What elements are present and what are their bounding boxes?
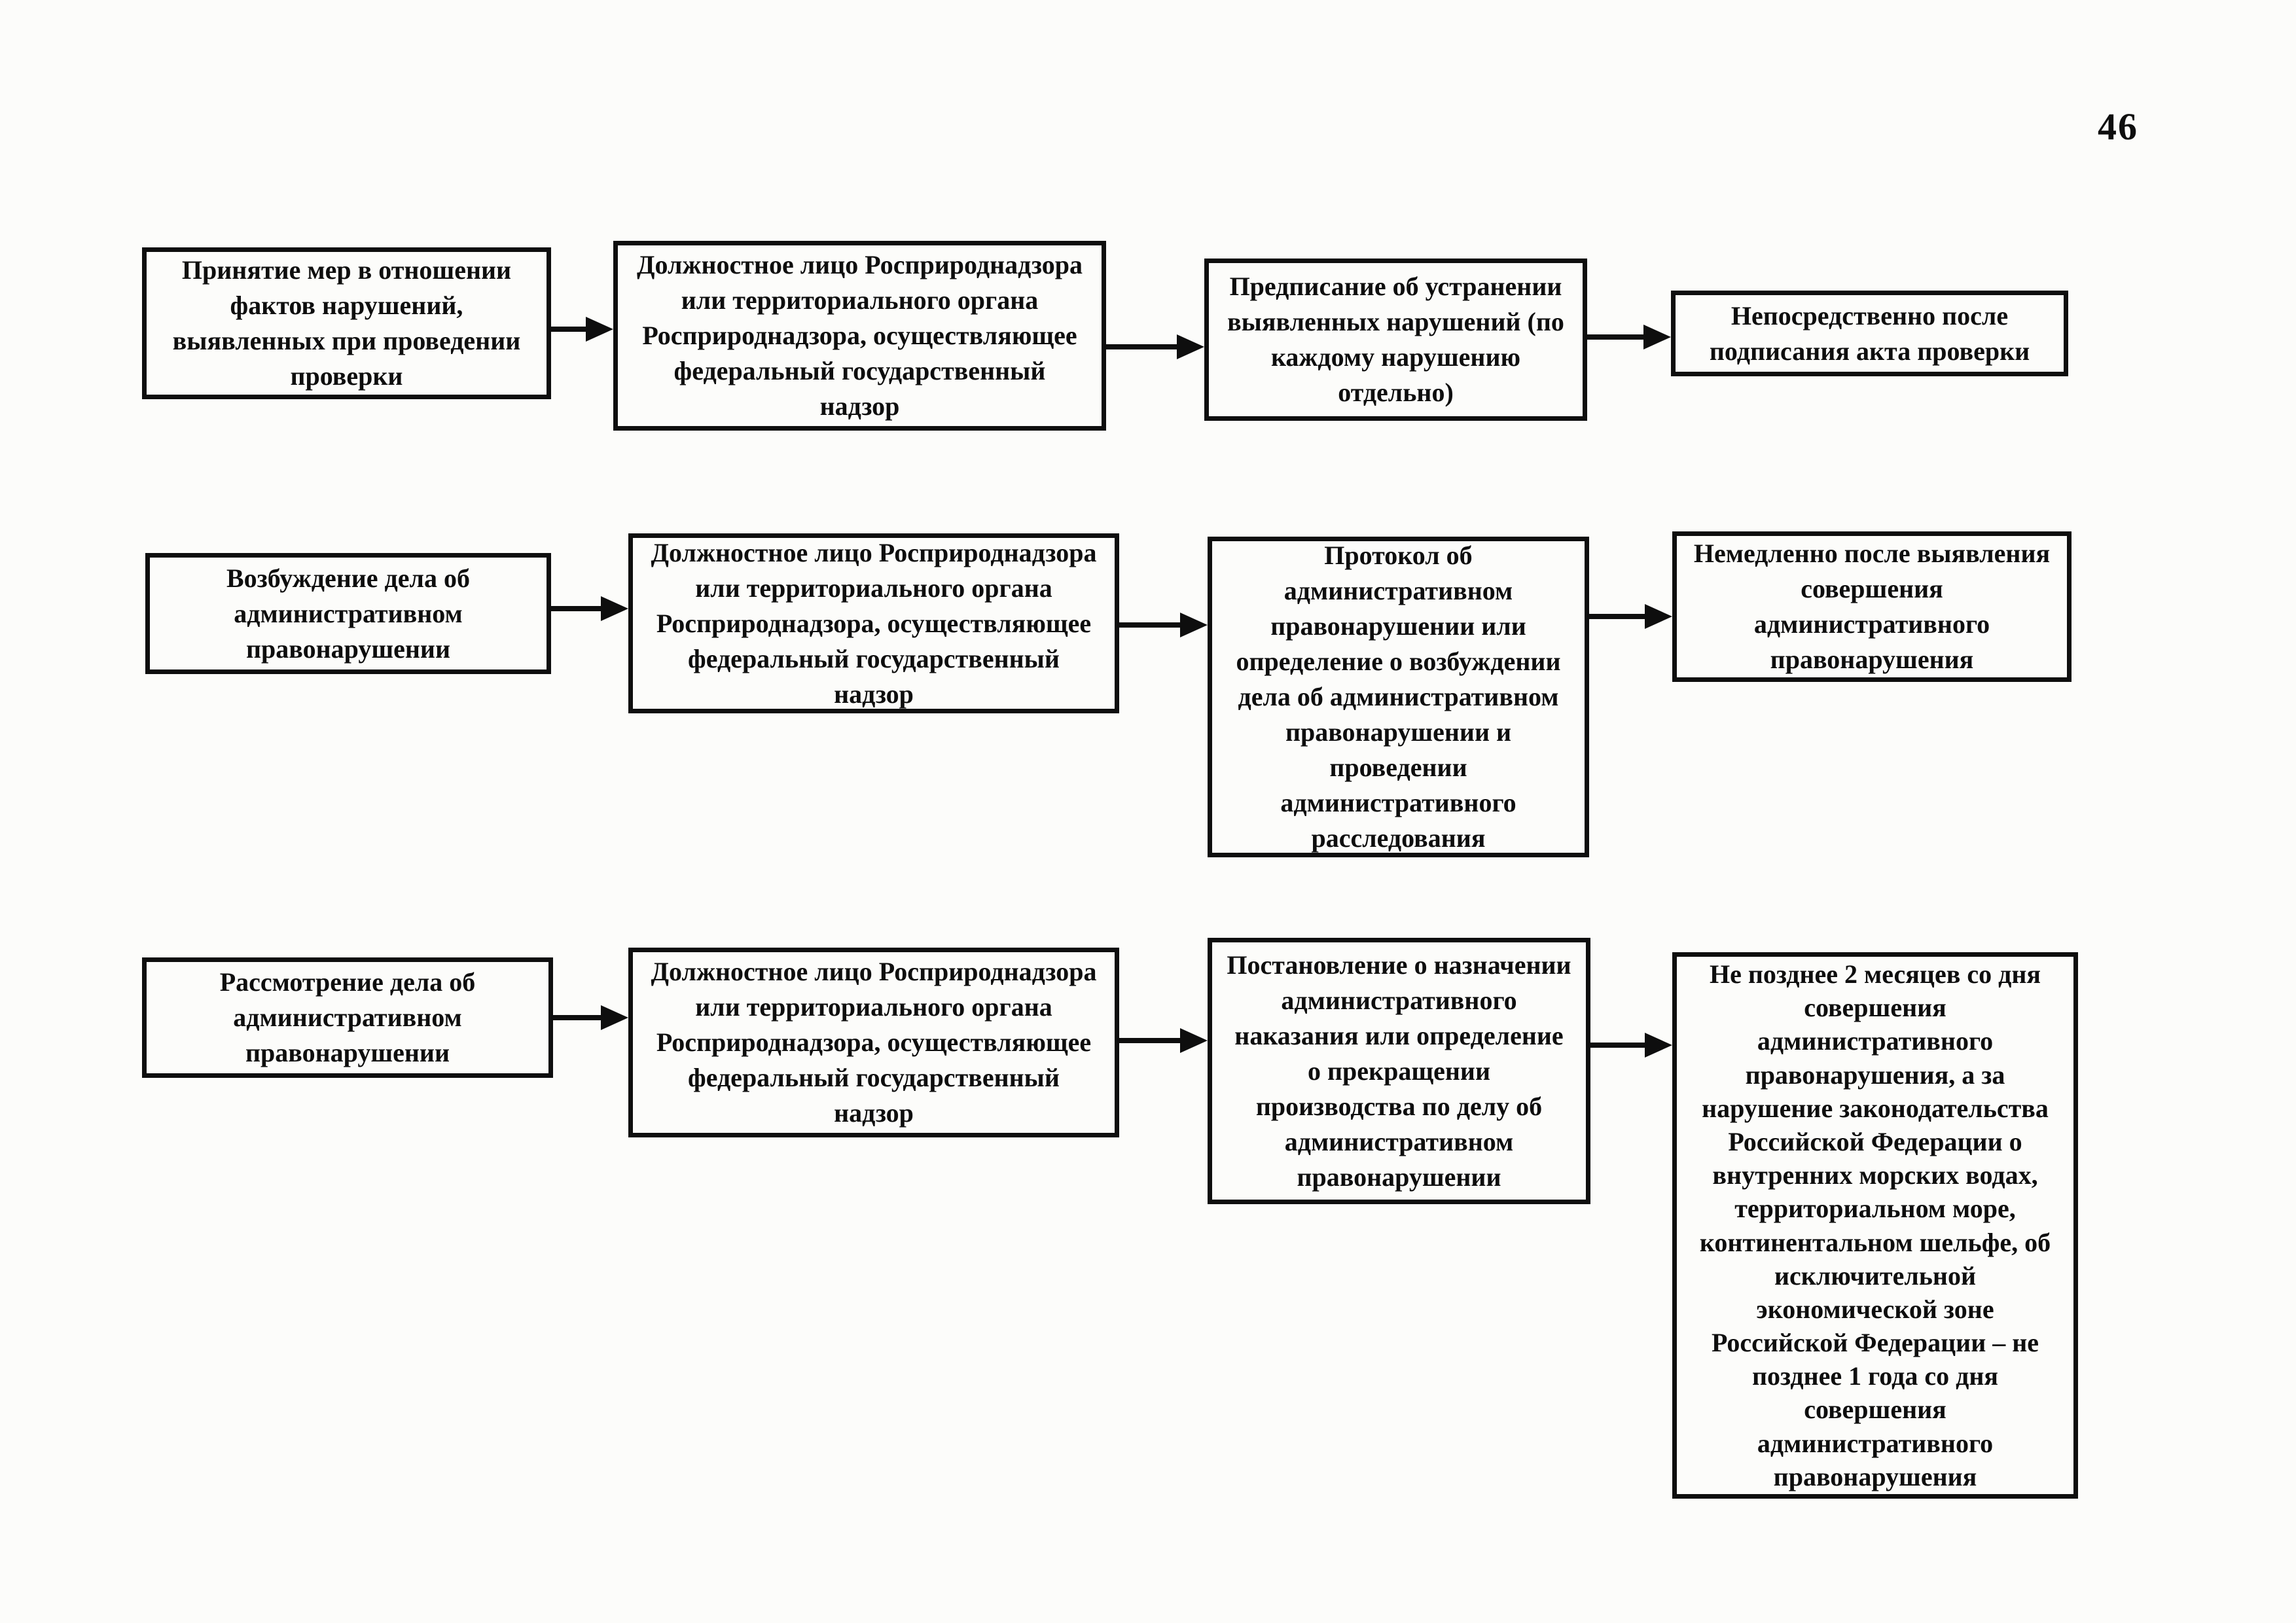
arrow-right-icon [551,596,628,622]
box-consideration-case: Рассмотрение дела об административном пр… [142,957,553,1078]
arrow-right-icon [553,1005,628,1031]
arrow-right-icon [1590,1032,1672,1058]
box-official-rosprirodnadzor-1: Должностное лицо Росприроднадзора или те… [613,241,1106,431]
box-term-immediately: Немедленно после выявления совершения ад… [1672,531,2072,682]
box-resolution: Постановление о назначении административ… [1208,938,1590,1204]
box-taking-measures: Принятие мер в отношении фактов нарушени… [142,247,551,399]
box-term-after-act: Непосредственно после подписания акта пр… [1671,291,2068,376]
box-term-2-months: Не позднее 2 месяцев со дня совершения а… [1672,952,2078,1499]
box-official-rosprirodnadzor-3: Должностное лицо Росприроднадзора или те… [628,948,1119,1137]
box-official-rosprirodnadzor-2: Должностное лицо Росприроднадзора или те… [628,533,1119,713]
box-protocol: Протокол об административном правонаруше… [1208,537,1589,857]
arrow-right-icon [1587,324,1671,350]
box-prescription: Предписание об устранении выявленных нар… [1204,259,1587,421]
arrow-right-icon [1106,334,1204,360]
box-initiation-case: Возбуждение дела об административном пра… [145,553,551,674]
arrow-right-icon [1119,1027,1208,1054]
arrow-right-icon [1119,612,1208,638]
arrow-right-icon [1589,603,1672,630]
arrow-right-icon [551,316,613,342]
page-number: 46 [2098,105,2138,148]
